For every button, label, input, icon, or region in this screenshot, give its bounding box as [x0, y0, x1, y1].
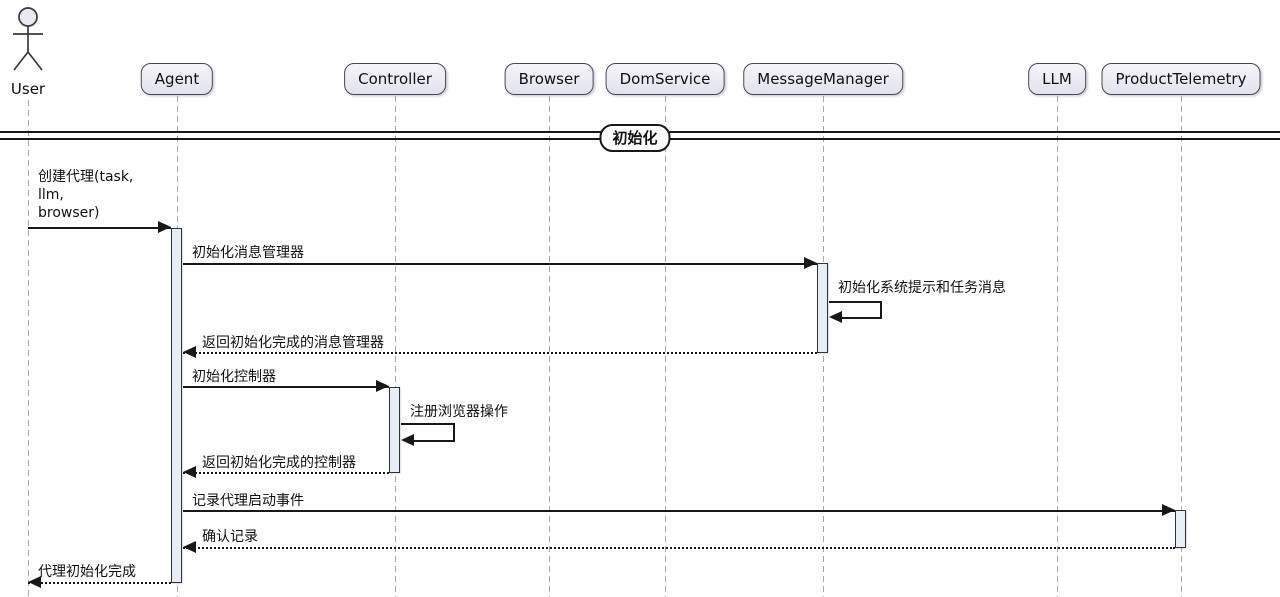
participant-lifeline-browser [549, 96, 550, 597]
message-7-arrowhead-icon [183, 466, 196, 478]
message-3-line-back [839, 317, 882, 319]
participant-box-messagemanager: MessageManager [743, 63, 903, 95]
message-6-label: 注册浏览器操作 [410, 404, 508, 420]
divider-label: 初始化 [599, 124, 671, 152]
message-1-arrowhead-icon [158, 221, 171, 233]
participant-box-domservice: DomService [605, 63, 725, 95]
message-3-line-out [829, 301, 882, 303]
message-8-line [183, 510, 1175, 512]
message-2-label: 初始化消息管理器 [192, 245, 304, 261]
activation-bar-producttelemetry [1175, 510, 1186, 548]
participant-box-controller: Controller [344, 63, 446, 95]
message-2-line [183, 263, 817, 265]
message-3-line-down [880, 302, 882, 318]
message-1-label: 创建代理(task, llm, browser) [38, 169, 134, 221]
message-9-line [183, 547, 1175, 549]
message-2-arrowhead-icon [804, 257, 817, 269]
activation-bar-agent [171, 228, 182, 583]
participant-lifeline-producttelemetry [1181, 96, 1182, 597]
message-1-line [28, 227, 171, 229]
message-6-arrowhead-icon [401, 434, 414, 446]
message-7-label: 返回初始化完成的控制器 [202, 455, 356, 471]
message-3-arrowhead-icon [829, 311, 842, 323]
participant-box-llm: LLM [1028, 63, 1086, 95]
participant-box-browser: Browser [504, 63, 594, 95]
message-4-label: 返回初始化完成的消息管理器 [202, 335, 384, 351]
participant-box-producttelemetry: ProductTelemetry [1101, 63, 1261, 95]
message-7-line [183, 472, 389, 474]
activation-bar-controller [389, 387, 400, 473]
message-8-label: 记录代理启动事件 [192, 493, 304, 509]
message-5-arrowhead-icon [376, 380, 389, 392]
participant-lifeline-controller [395, 96, 396, 597]
message-4-arrowhead-icon [183, 346, 196, 358]
message-10-arrowhead-icon [28, 576, 41, 588]
user-actor-icon [13, 7, 43, 71]
message-10-line [28, 582, 171, 584]
message-9-arrowhead-icon [183, 541, 196, 553]
participant-label-user: User [10, 80, 46, 98]
participant-lifeline-domservice [665, 96, 666, 597]
message-5-label: 初始化控制器 [192, 369, 276, 385]
participant-lifeline-llm [1057, 96, 1058, 597]
message-3-label: 初始化系统提示和任务消息 [838, 280, 1006, 296]
message-4-line [183, 352, 817, 354]
message-6-line-out [401, 423, 455, 425]
message-10-label: 代理初始化完成 [38, 564, 136, 580]
message-6-line-down [453, 424, 455, 441]
activation-bar-messagemanager [817, 263, 828, 353]
message-9-label: 确认记录 [202, 529, 258, 545]
message-6-line-back [411, 440, 455, 442]
message-8-arrowhead-icon [1162, 504, 1175, 516]
participant-box-agent: Agent [140, 63, 214, 95]
message-5-line [183, 386, 389, 388]
participant-lifeline-user [28, 100, 29, 597]
